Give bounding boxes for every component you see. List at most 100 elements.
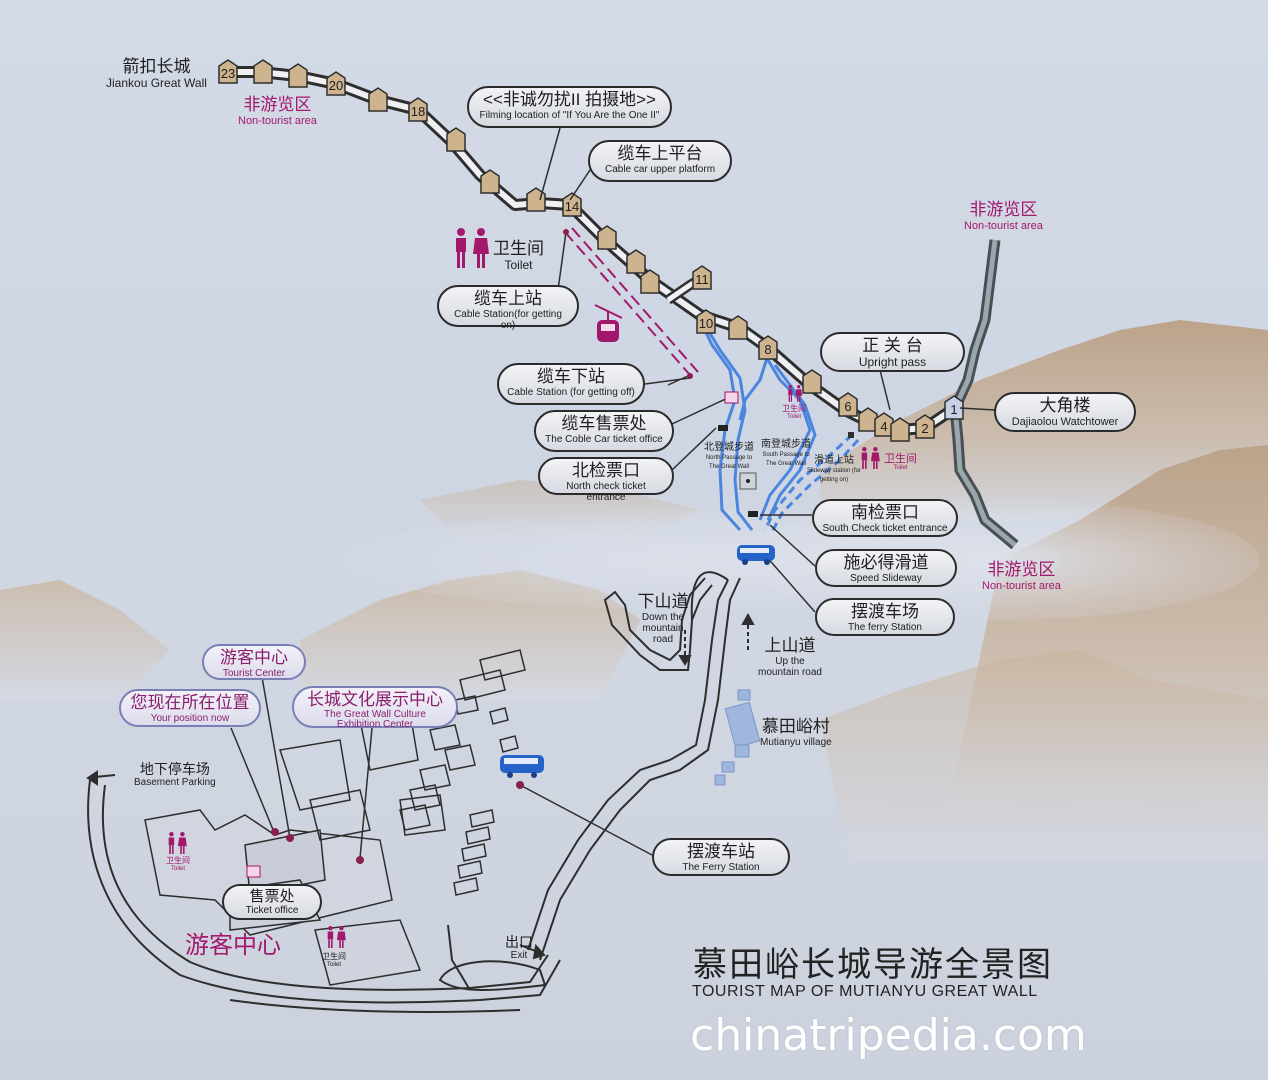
tower-number-10: 10 — [699, 316, 713, 331]
up-road-zh: 上山道 — [764, 636, 816, 655]
upright-zh: 正 关 台 — [862, 336, 923, 355]
watchtower — [626, 249, 646, 274]
north-passage-label: 北登城步道 North Passage to The Great Wall — [704, 442, 754, 471]
tower-number-18: 18 — [411, 104, 425, 119]
slideway-station-en: Slideway station (for getting on) — [806, 468, 862, 483]
nontour-e-label: 非游览区 Non-tourist area — [982, 560, 1061, 592]
ferry-station-zh: 摆渡车站 — [687, 842, 755, 861]
north-check-en: North check ticket entrance — [566, 480, 646, 504]
north-passage-en: North Passage to The Great Wall — [705, 455, 753, 470]
cable-on-en: Cable Station(for getting on) — [454, 308, 562, 332]
north-passage-zh: 北登城步道 — [704, 442, 754, 453]
watchtower-10: 10 — [696, 309, 716, 334]
tower-number-11: 11 — [695, 272, 709, 287]
toilet-small-zh: 卫生间 — [782, 404, 806, 413]
cable-off-label: 缆车下站 Cable Station (for getting off) — [497, 363, 645, 405]
upright-pass-label: 正 关 台 Upright pass — [820, 332, 965, 372]
south-passage-label: 南登城步道 South Passage to The Great Wall — [760, 439, 812, 468]
north-check-zh: 北检票口 — [572, 461, 640, 480]
tower-number-8: 8 — [764, 342, 771, 357]
toilet-left-en: Toilet — [170, 865, 185, 872]
ferry-station-label: 摆渡车站 The Ferry Station — [652, 838, 790, 876]
watchtower — [368, 87, 388, 112]
watchtower — [446, 127, 466, 152]
tourist-center-box: 游客中心 Tourist Center — [202, 644, 306, 680]
village-label: 慕田峪村 Mutianyu village — [760, 717, 832, 747]
tower-number-6: 6 — [844, 399, 851, 414]
toilet-bottom-zh: 卫生间 — [322, 952, 346, 961]
nontour-nw-label: 非游览区 Non-tourist area — [238, 95, 317, 127]
watchtower-11: 11 — [692, 265, 712, 290]
cable-upper-label: 缆车上平台 Cable car upper platform — [588, 140, 732, 182]
down-road-en: Down the mountain road — [641, 611, 685, 645]
basement-en: Basement Parking — [134, 777, 216, 789]
toilet-top-zh: 卫生间 — [493, 239, 544, 258]
tourist-center-big-label: 游客中心 — [185, 932, 281, 959]
nontour-ne-zh: 非游览区 — [969, 200, 1038, 219]
down-road-label: 下山道 Down the mountain road — [632, 592, 694, 645]
watchtower-14: 14 — [562, 192, 582, 217]
cable-upper-zh: 缆车上平台 — [617, 144, 703, 163]
cable-ticket-en: The Coble Car ticket office — [545, 433, 663, 445]
up-road-label: 上山道 Up the mountain road — [758, 636, 822, 678]
cable-on-zh: 缆车上站 — [474, 289, 542, 308]
cable-upper-en: Cable car upper platform — [604, 163, 716, 175]
mountain-road — [527, 571, 741, 961]
watchtower-6: 6 — [838, 392, 858, 417]
slideway-label: 施必得滑道 Speed Slideway — [815, 549, 957, 587]
location-dots — [271, 229, 693, 864]
south-check-en: South Check ticket entrance — [822, 522, 948, 534]
cable-ticket-label: 缆车售票处 The Coble Car ticket office — [534, 410, 674, 452]
exit-zh: 出口 — [505, 934, 533, 950]
cable-ticket-zh: 缆车售票处 — [561, 414, 647, 433]
basement-zh: 地下停车场 — [139, 761, 210, 777]
tower-number-4: 4 — [880, 419, 887, 434]
culture-center-en: The Great Wall Culture Exhibition Center — [324, 708, 426, 730]
tower-number-1: 1 — [950, 402, 957, 417]
ferry-yard-zh: 摆渡车场 — [851, 602, 919, 621]
slideway-station-zh: 滑道上站 — [814, 455, 854, 466]
ticket-office-en: Ticket office — [245, 905, 299, 917]
toilet-bottom-label: 卫生间 Toilet — [322, 952, 346, 968]
exit-label: 出口 Exit — [505, 934, 533, 961]
nontour-e-zh: 非游览区 — [987, 560, 1056, 579]
cable-off-zh: 缆车下站 — [537, 367, 605, 386]
toilet-top-en: Toilet — [504, 257, 533, 272]
filming-label: <<非诚勿扰II 拍摄地>> Filming location of "If Y… — [467, 86, 672, 128]
you-are-here-en: Your position now — [150, 712, 230, 724]
watchtower — [728, 315, 748, 340]
toilet-mid-label: 卫生间 Toilet — [884, 453, 917, 472]
ticket-office-label: 售票处 Ticket office — [222, 884, 322, 920]
road-arrows — [86, 612, 755, 960]
tower-number-14: 14 — [565, 199, 579, 214]
watchtower-2: 2 — [915, 414, 935, 439]
map-title-zh: 慕田峪长城导游全景图 — [693, 945, 1053, 985]
toilet-top-label: 卫生间 Toilet — [493, 239, 544, 272]
up-road-en: Up the mountain road — [758, 655, 822, 678]
ferry-yard-label: 摆渡车场 The ferry Station — [815, 598, 955, 636]
toilet-small-en: Toilet — [786, 413, 801, 420]
jiankou-zh: 箭扣长城 — [122, 57, 191, 76]
tower-number-20: 20 — [329, 78, 343, 93]
markers — [246, 391, 854, 878]
toilet-left-label: 卫生间 Toilet — [166, 856, 190, 872]
tourist-center-box-en: Tourist Center — [222, 667, 286, 679]
ferry-station-en: The Ferry Station — [682, 861, 760, 873]
leader-lines — [230, 127, 996, 859]
you-are-here-box: 您现在所在位置 Your position now — [119, 689, 261, 727]
nontour-ne-label: 非游览区 Non-tourist area — [964, 200, 1043, 232]
ticket-office-zh: 售票处 — [249, 888, 295, 905]
basement-label: 地下停车场 Basement Parking — [134, 761, 216, 789]
slideway-en: Speed Slideway — [850, 572, 922, 584]
watchtower-4: 4 — [874, 412, 894, 437]
nontour-nw-zh: 非游览区 — [243, 95, 312, 114]
toilet-mid-zh: 卫生间 — [884, 453, 917, 465]
down-road-zh: 下山道 — [637, 592, 689, 611]
watchtower-20: 20 — [326, 71, 346, 96]
watermark: chinatripedia.com — [690, 1010, 1087, 1061]
watchtower — [597, 225, 617, 250]
village-buildings — [714, 689, 761, 786]
map-title-en: TOURIST MAP OF MUTIANYU GREAT WALL — [692, 983, 1038, 1000]
watchtower — [526, 187, 546, 212]
